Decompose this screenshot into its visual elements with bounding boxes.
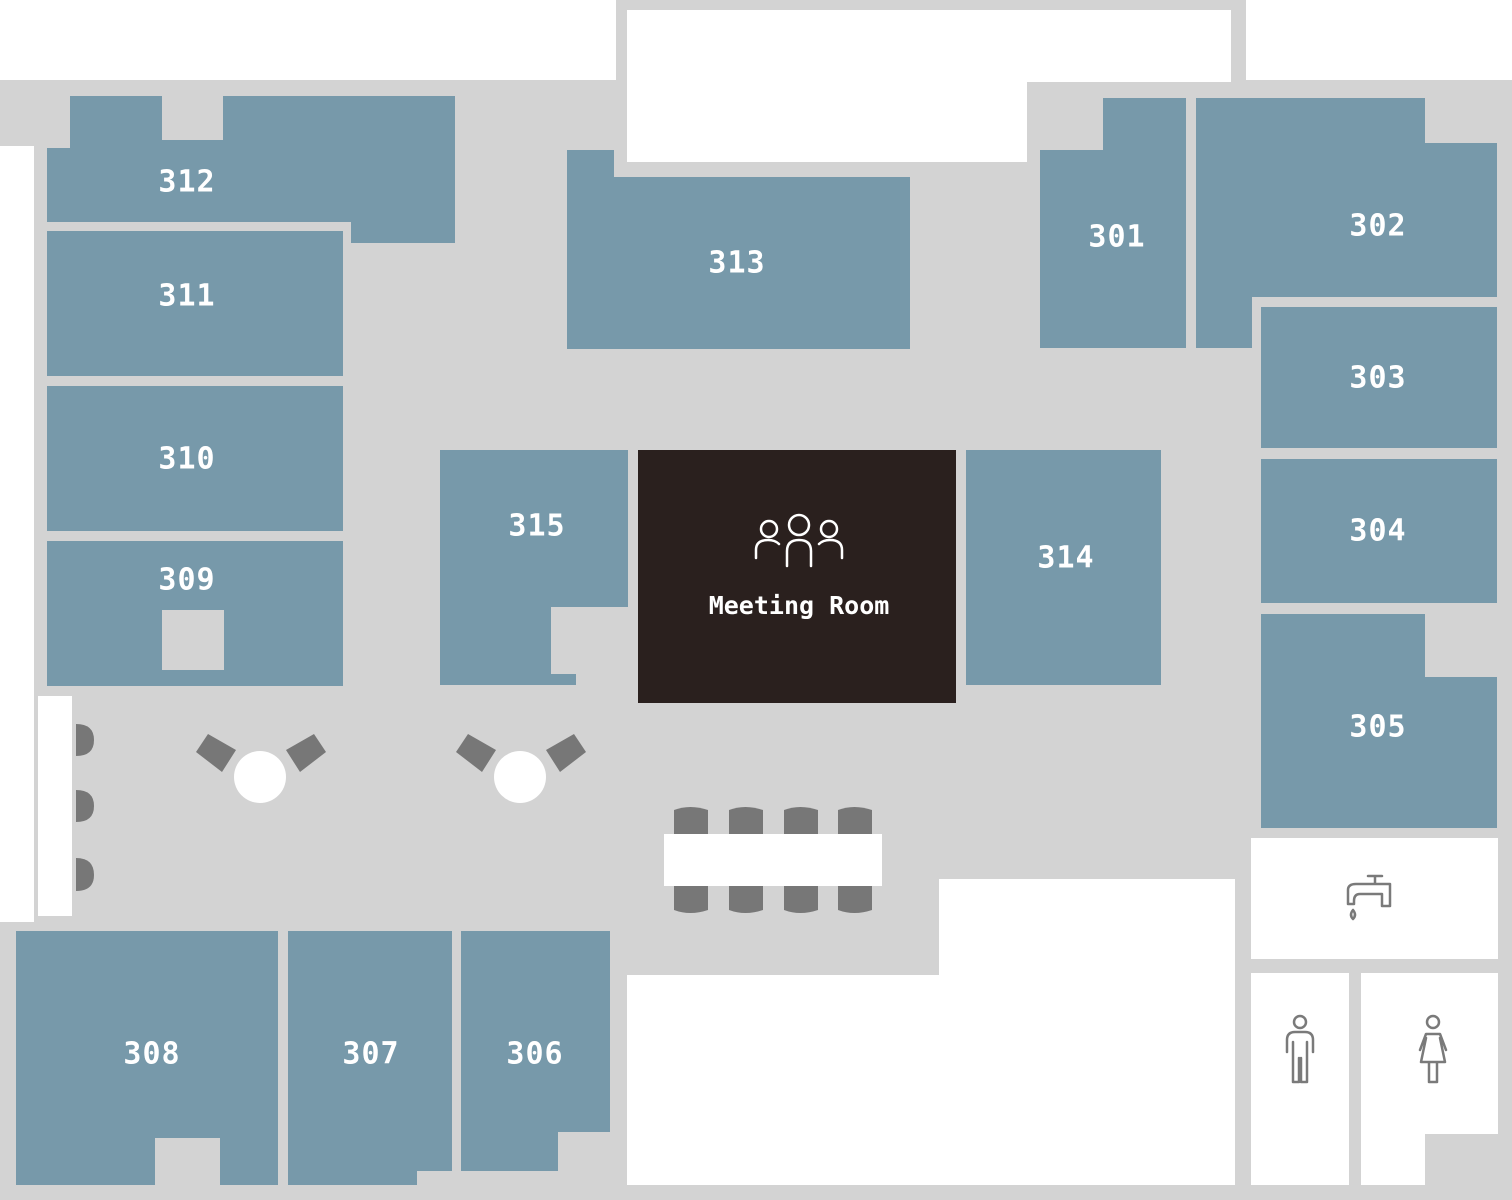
male-restroom-icon <box>1285 1014 1315 1084</box>
chair <box>674 886 708 913</box>
female-restroom-icon <box>1418 1014 1448 1084</box>
room-308-label: 308 <box>123 1037 180 1072</box>
chair <box>784 886 818 913</box>
womens-restroom <box>1361 973 1498 1185</box>
round-table <box>494 751 546 803</box>
chair <box>838 886 872 913</box>
room-301-label: 301 <box>1088 220 1145 255</box>
chair <box>196 734 236 772</box>
room-309-label: 309 <box>158 563 215 598</box>
meeting-room[interactable]: Meeting Room <box>638 450 956 703</box>
room-303[interactable]: 303 <box>1261 307 1497 448</box>
chair <box>729 886 763 913</box>
room-315[interactable]: 315 <box>440 450 628 685</box>
room-307-label: 307 <box>342 1037 399 1072</box>
room-312-label: 312 <box>158 165 215 200</box>
room-313[interactable]: 313 <box>567 150 910 349</box>
room-314[interactable]: 314 <box>966 450 1161 685</box>
room-311[interactable]: 311 <box>47 231 343 376</box>
stool <box>76 858 94 891</box>
chair <box>838 807 872 834</box>
stool <box>76 724 94 756</box>
room-315-label: 315 <box>508 509 565 544</box>
water-tap-icon <box>1346 874 1392 921</box>
chair <box>674 807 708 834</box>
bench <box>38 696 72 916</box>
chair <box>729 807 763 834</box>
chair <box>784 807 818 834</box>
chair <box>286 734 326 772</box>
room-301[interactable]: 301 <box>1040 98 1186 348</box>
stool <box>76 790 94 822</box>
room-310[interactable]: 310 <box>47 386 343 531</box>
room-302-label: 302 <box>1349 209 1406 244</box>
room-311-label: 311 <box>158 279 215 314</box>
bench-area <box>38 696 94 916</box>
room-312[interactable]: 312 <box>47 96 455 243</box>
round-table <box>234 751 286 803</box>
open-void-area <box>627 879 1235 1185</box>
room-305[interactable]: 305 <box>1261 614 1497 828</box>
room-304[interactable]: 304 <box>1261 459 1497 603</box>
room-304-label: 304 <box>1349 514 1406 549</box>
room-314-label: 314 <box>1037 541 1094 576</box>
mens-restroom <box>1251 973 1349 1185</box>
round-table-2 <box>456 734 586 803</box>
chair <box>456 734 496 772</box>
room-307[interactable]: 307 <box>288 931 452 1185</box>
people-group-icon <box>754 513 844 568</box>
round-table-1 <box>196 734 326 803</box>
water-area <box>1251 838 1498 959</box>
room-302[interactable]: 302 <box>1196 98 1497 348</box>
room-308[interactable]: 308 <box>16 931 278 1185</box>
meeting-room-label: Meeting Room <box>709 591 890 620</box>
chair <box>546 734 586 772</box>
room-309[interactable]: 309 <box>47 541 343 686</box>
long-table <box>664 807 882 913</box>
room-310-label: 310 <box>158 442 215 477</box>
room-303-label: 303 <box>1349 361 1406 396</box>
room-306-label: 306 <box>506 1037 563 1072</box>
room-305-label: 305 <box>1349 710 1406 745</box>
room-313-label: 313 <box>708 246 765 281</box>
room-306[interactable]: 306 <box>461 931 610 1171</box>
table-top <box>664 834 882 886</box>
